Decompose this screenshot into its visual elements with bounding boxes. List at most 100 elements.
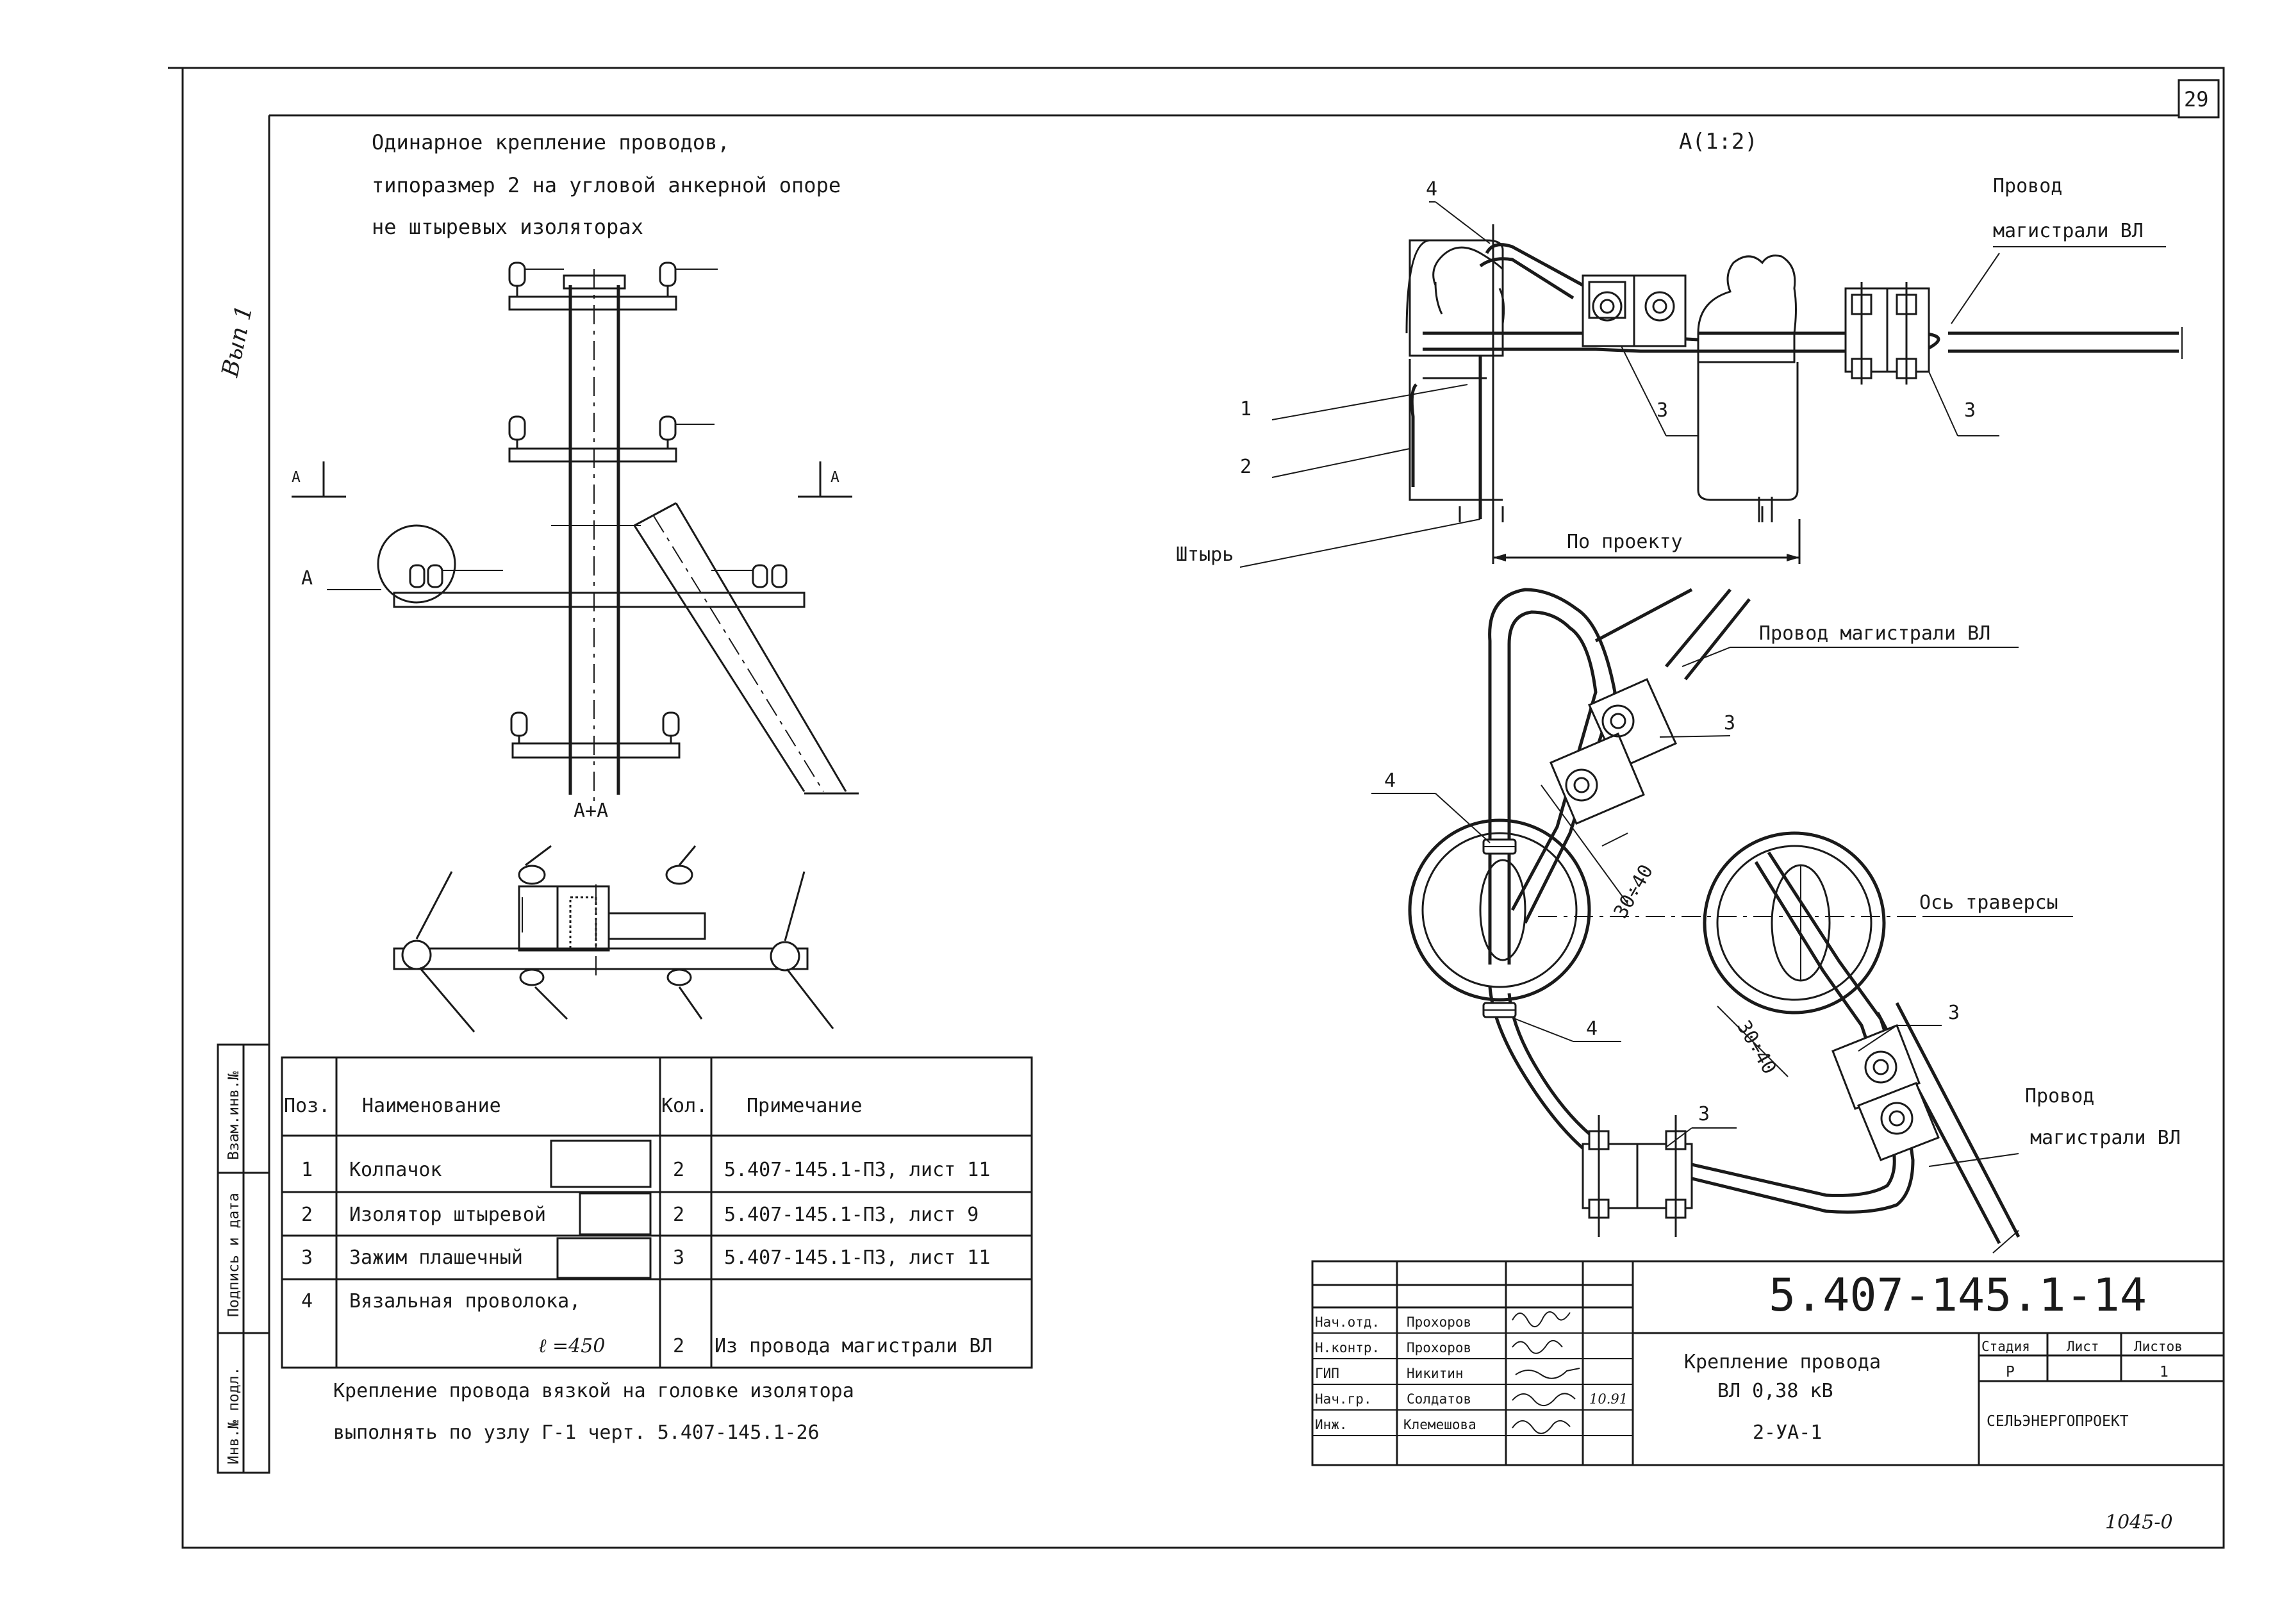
callout-pin: Штырь [1176, 543, 1234, 566]
clamp-icons [401, 865, 800, 986]
stamp-original-inv: Инв.№ подл. [226, 1367, 242, 1464]
callout-3-a: 3 [1657, 399, 1668, 422]
name-2: Прохоров [1407, 1340, 1471, 1355]
stage-value: Р [2006, 1364, 2015, 1380]
sheets-header: Листов [2134, 1339, 2183, 1354]
signature-scribbles [1512, 1311, 1580, 1434]
doc-number: 5.407-145.1-14 [1769, 1269, 2147, 1322]
row4-length: ℓ =450 [538, 1335, 605, 1357]
margin-note: Вып 1 [217, 303, 258, 380]
stamp-signature-date: Подпись и дата [226, 1193, 242, 1317]
wire-bottom-line-1: Провод [2025, 1085, 2094, 1107]
row3-pos: 3 [301, 1247, 313, 1269]
name-5: Клемешова [1403, 1417, 1476, 1432]
callout-2: 2 [1240, 456, 1252, 478]
insulator-right-detail [1697, 254, 1799, 522]
row1-qty: 2 [673, 1159, 684, 1181]
stage-header: Стадия [1981, 1339, 2030, 1354]
sign-date: 10.91 [1589, 1391, 1628, 1407]
role-3: ГИП [1315, 1366, 1339, 1381]
title-line-3: не штыревых изоляторах [372, 215, 643, 239]
row4-pos: 4 [301, 1290, 313, 1313]
insulator-mid-left-icon [508, 415, 526, 449]
wire-mid-label: Провод магистрали ВЛ [1759, 622, 1990, 645]
pole-assembly: A A A A+A [292, 261, 859, 822]
bottom-note: 1045-0 [2105, 1511, 2173, 1534]
dim-by-project: По проекту [1567, 531, 1683, 553]
title-line-2: типоразмер 2 на угловой анкерной опоре [372, 173, 841, 197]
plan-clamp-icon-1 [1550, 678, 1677, 825]
row1-name: Колпачок [349, 1159, 442, 1181]
footnote-line-2: выполнять по узлу Г-1 черт. 5.407-145.1-… [333, 1421, 820, 1444]
plan-clamp-icon-3 [1582, 1115, 1693, 1237]
role-5: Инж. [1315, 1417, 1348, 1432]
role-4: Нач.гр. [1315, 1391, 1372, 1407]
wire-bottom-line-2: магистрали ВЛ [2030, 1127, 2181, 1149]
th-note: Примечание [747, 1095, 863, 1117]
wire-top-line-1: Провод [1993, 175, 2062, 197]
title-line-1: Одинарное крепление проводов, [372, 130, 730, 154]
insulator-mid-right-icon [659, 415, 715, 449]
name-3: Никитин [1407, 1366, 1464, 1381]
title-block: Нач.отд. Прохоров Н.контр. Прохоров ГИП … [1311, 1260, 2225, 1466]
spec-table: Поз. Наименование Кол. Примечание 1 Колп… [281, 1056, 1033, 1369]
callout-3-b: 3 [1964, 399, 1976, 422]
doc-code: 2-УА-1 [1753, 1421, 1822, 1444]
section-marker-right: A [798, 461, 852, 498]
svg-text:A: A [831, 469, 839, 486]
organization: СЕЛЬЭНЕРГОПРОЕКТ [1987, 1413, 2129, 1430]
detail-label-a: A [301, 567, 313, 590]
detail-a-side-view: A(1:2) [1176, 129, 2183, 568]
name-1: Прохоров [1407, 1314, 1471, 1330]
callout-4-top: 4 [1426, 178, 1437, 201]
clamp-icon-1 [1582, 274, 1687, 347]
clamp-icon-2 [1844, 282, 1930, 385]
row4-name: Вязальная проволока, [349, 1290, 581, 1313]
insulator-top-right-icon [659, 261, 718, 297]
callout-3-plan-a: 3 [1724, 712, 1735, 734]
plan-view: Ось траверсы [1371, 588, 2181, 1254]
stamp-substitute-inv: Взам.инв.№ [226, 1070, 242, 1160]
footnote-line-1: Крепление провода вязкой на головке изол… [333, 1380, 854, 1402]
section-marker-left: A [292, 461, 346, 498]
insulator-low-icons [409, 564, 788, 588]
section-label: A+A [574, 800, 608, 822]
insulator-left-detail [1405, 239, 1505, 522]
name-4: Солдатов [1407, 1391, 1471, 1407]
axis-label: Ось траверсы [1919, 891, 2058, 914]
th-name: Наименование [362, 1095, 501, 1117]
role-1: Нач.отд. [1315, 1314, 1380, 1330]
row2-note: 5.407-145.1-ПЗ, лист 9 [724, 1204, 979, 1226]
left-stamp-strip: Взам.инв.№ Подпись и дата Инв.№ подл. [217, 1043, 270, 1474]
section-aa-view [393, 845, 834, 1032]
desc-line-1: Крепление провода [1684, 1351, 1881, 1373]
svg-text:A: A [292, 469, 301, 486]
callout-3-plan-b: 3 [1948, 1002, 1960, 1024]
row4-note: Из провода магистрали ВЛ [715, 1335, 992, 1357]
ring-left [1408, 818, 1591, 1002]
row1-pos: 1 [301, 1159, 313, 1181]
ring-right [1703, 831, 1886, 1015]
callout-3-plan-c: 3 [1698, 1103, 1710, 1125]
callout-4-mid: 4 [1384, 770, 1396, 792]
desc-line-2: ВЛ 0,38 кВ [1717, 1380, 1833, 1402]
detail-circle-a [377, 524, 456, 604]
row3-note: 5.407-145.1-ПЗ, лист 11 [724, 1247, 990, 1269]
sheets-value: 1 [2160, 1364, 2169, 1380]
sheet-header: Лист [2067, 1339, 2099, 1354]
page-number: 29 [2184, 87, 2209, 112]
callout-1: 1 [1240, 398, 1252, 420]
row2-name: Изолятор штыревой [349, 1204, 546, 1226]
role-2: Н.контр. [1315, 1340, 1380, 1355]
drawing-title: Одинарное крепление проводов, типоразмер… [372, 130, 841, 239]
row1-note: 5.407-145.1-ПЗ, лист 11 [724, 1159, 990, 1181]
insulator-bottom-icons [510, 711, 680, 743]
view-label: A(1:2) [1679, 129, 1758, 154]
row2-pos: 2 [301, 1204, 313, 1226]
row3-name: Зажим плашечный [349, 1247, 523, 1269]
dim-30-40-a: 30÷40 [1610, 861, 1658, 922]
row3-qty: 3 [673, 1247, 684, 1269]
th-qty: Кол. [661, 1095, 707, 1117]
row4-qty: 2 [673, 1335, 684, 1357]
